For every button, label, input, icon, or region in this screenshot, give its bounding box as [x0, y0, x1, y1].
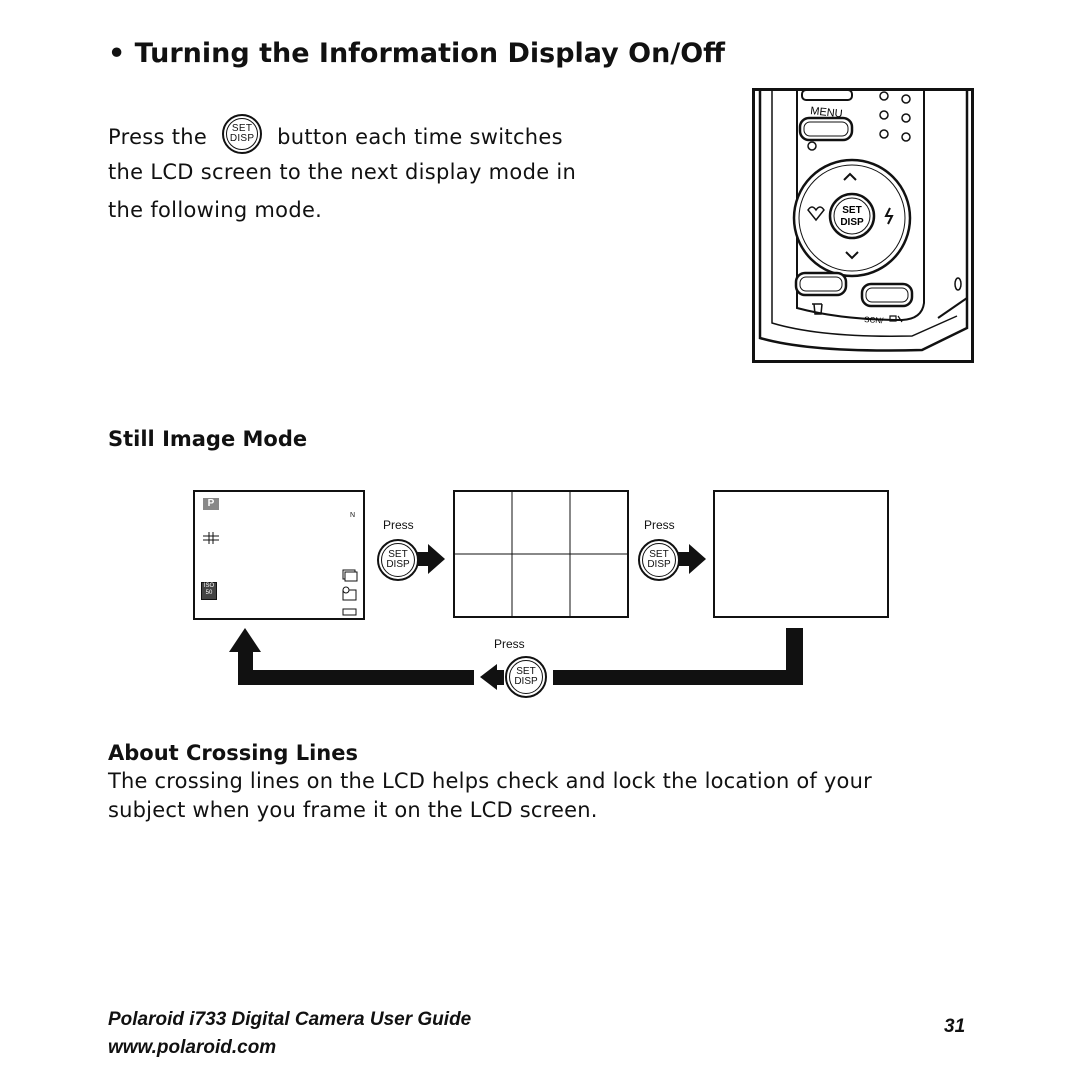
- crossing-lines-icon: [203, 532, 219, 544]
- intro-line-3: the following mode.: [108, 198, 323, 222]
- crossing-lines-text-1: The crossing lines on the LCD helps chec…: [108, 769, 872, 793]
- iso-icon: ISO 50: [201, 582, 217, 600]
- lcd-screen-crossing-lines: [453, 490, 629, 618]
- crossing-lines-heading: About Crossing Lines: [108, 741, 358, 765]
- page-number: 31: [944, 1016, 966, 1037]
- press-label-2: Press: [644, 518, 675, 532]
- camera-set-label: SET: [842, 205, 861, 216]
- camera-back-illustration: MENU SET DISP SCN/: [752, 88, 974, 363]
- intro-line-2: the LCD screen to the next display mode …: [108, 160, 577, 184]
- intro-text-b: button each time switches: [277, 125, 563, 149]
- press-label-1: Press: [383, 518, 414, 532]
- menu-label: MENU: [810, 105, 844, 120]
- image-size-indicator: N: [349, 512, 355, 519]
- set-disp-button-icon: SET DISP: [222, 114, 263, 154]
- footer-guide-title: Polaroid i733 Digital Camera User Guide: [108, 1009, 472, 1030]
- set-disp-flow-button-2: SET DISP: [638, 539, 680, 581]
- lcd-screen-off: [713, 490, 889, 618]
- intro-text-a: Press the: [108, 125, 208, 149]
- press-label-3: Press: [494, 637, 525, 651]
- camera-disp-label: DISP: [840, 217, 864, 228]
- still-image-mode-heading: Still Image Mode: [108, 427, 308, 451]
- set-disp-flow-button-3: SET DISP: [505, 656, 547, 698]
- crossing-lines-text-2: subject when you frame it on the LCD scr…: [108, 798, 598, 822]
- right-status-icons: [342, 569, 358, 616]
- program-mode-icon: P: [203, 498, 219, 510]
- intro-line-1: Press the SET DISP button each time swit…: [108, 114, 563, 158]
- scn-label: SCN/: [864, 315, 884, 325]
- page-heading: • Turning the Information Display On/Off: [108, 38, 726, 69]
- lcd-screen-full-info: P N ISO 50: [193, 490, 365, 620]
- footer-url[interactable]: www.polaroid.com: [108, 1037, 277, 1058]
- set-disp-flow-button-1: SET DISP: [377, 539, 419, 581]
- crossing-lines-grid: [455, 492, 627, 616]
